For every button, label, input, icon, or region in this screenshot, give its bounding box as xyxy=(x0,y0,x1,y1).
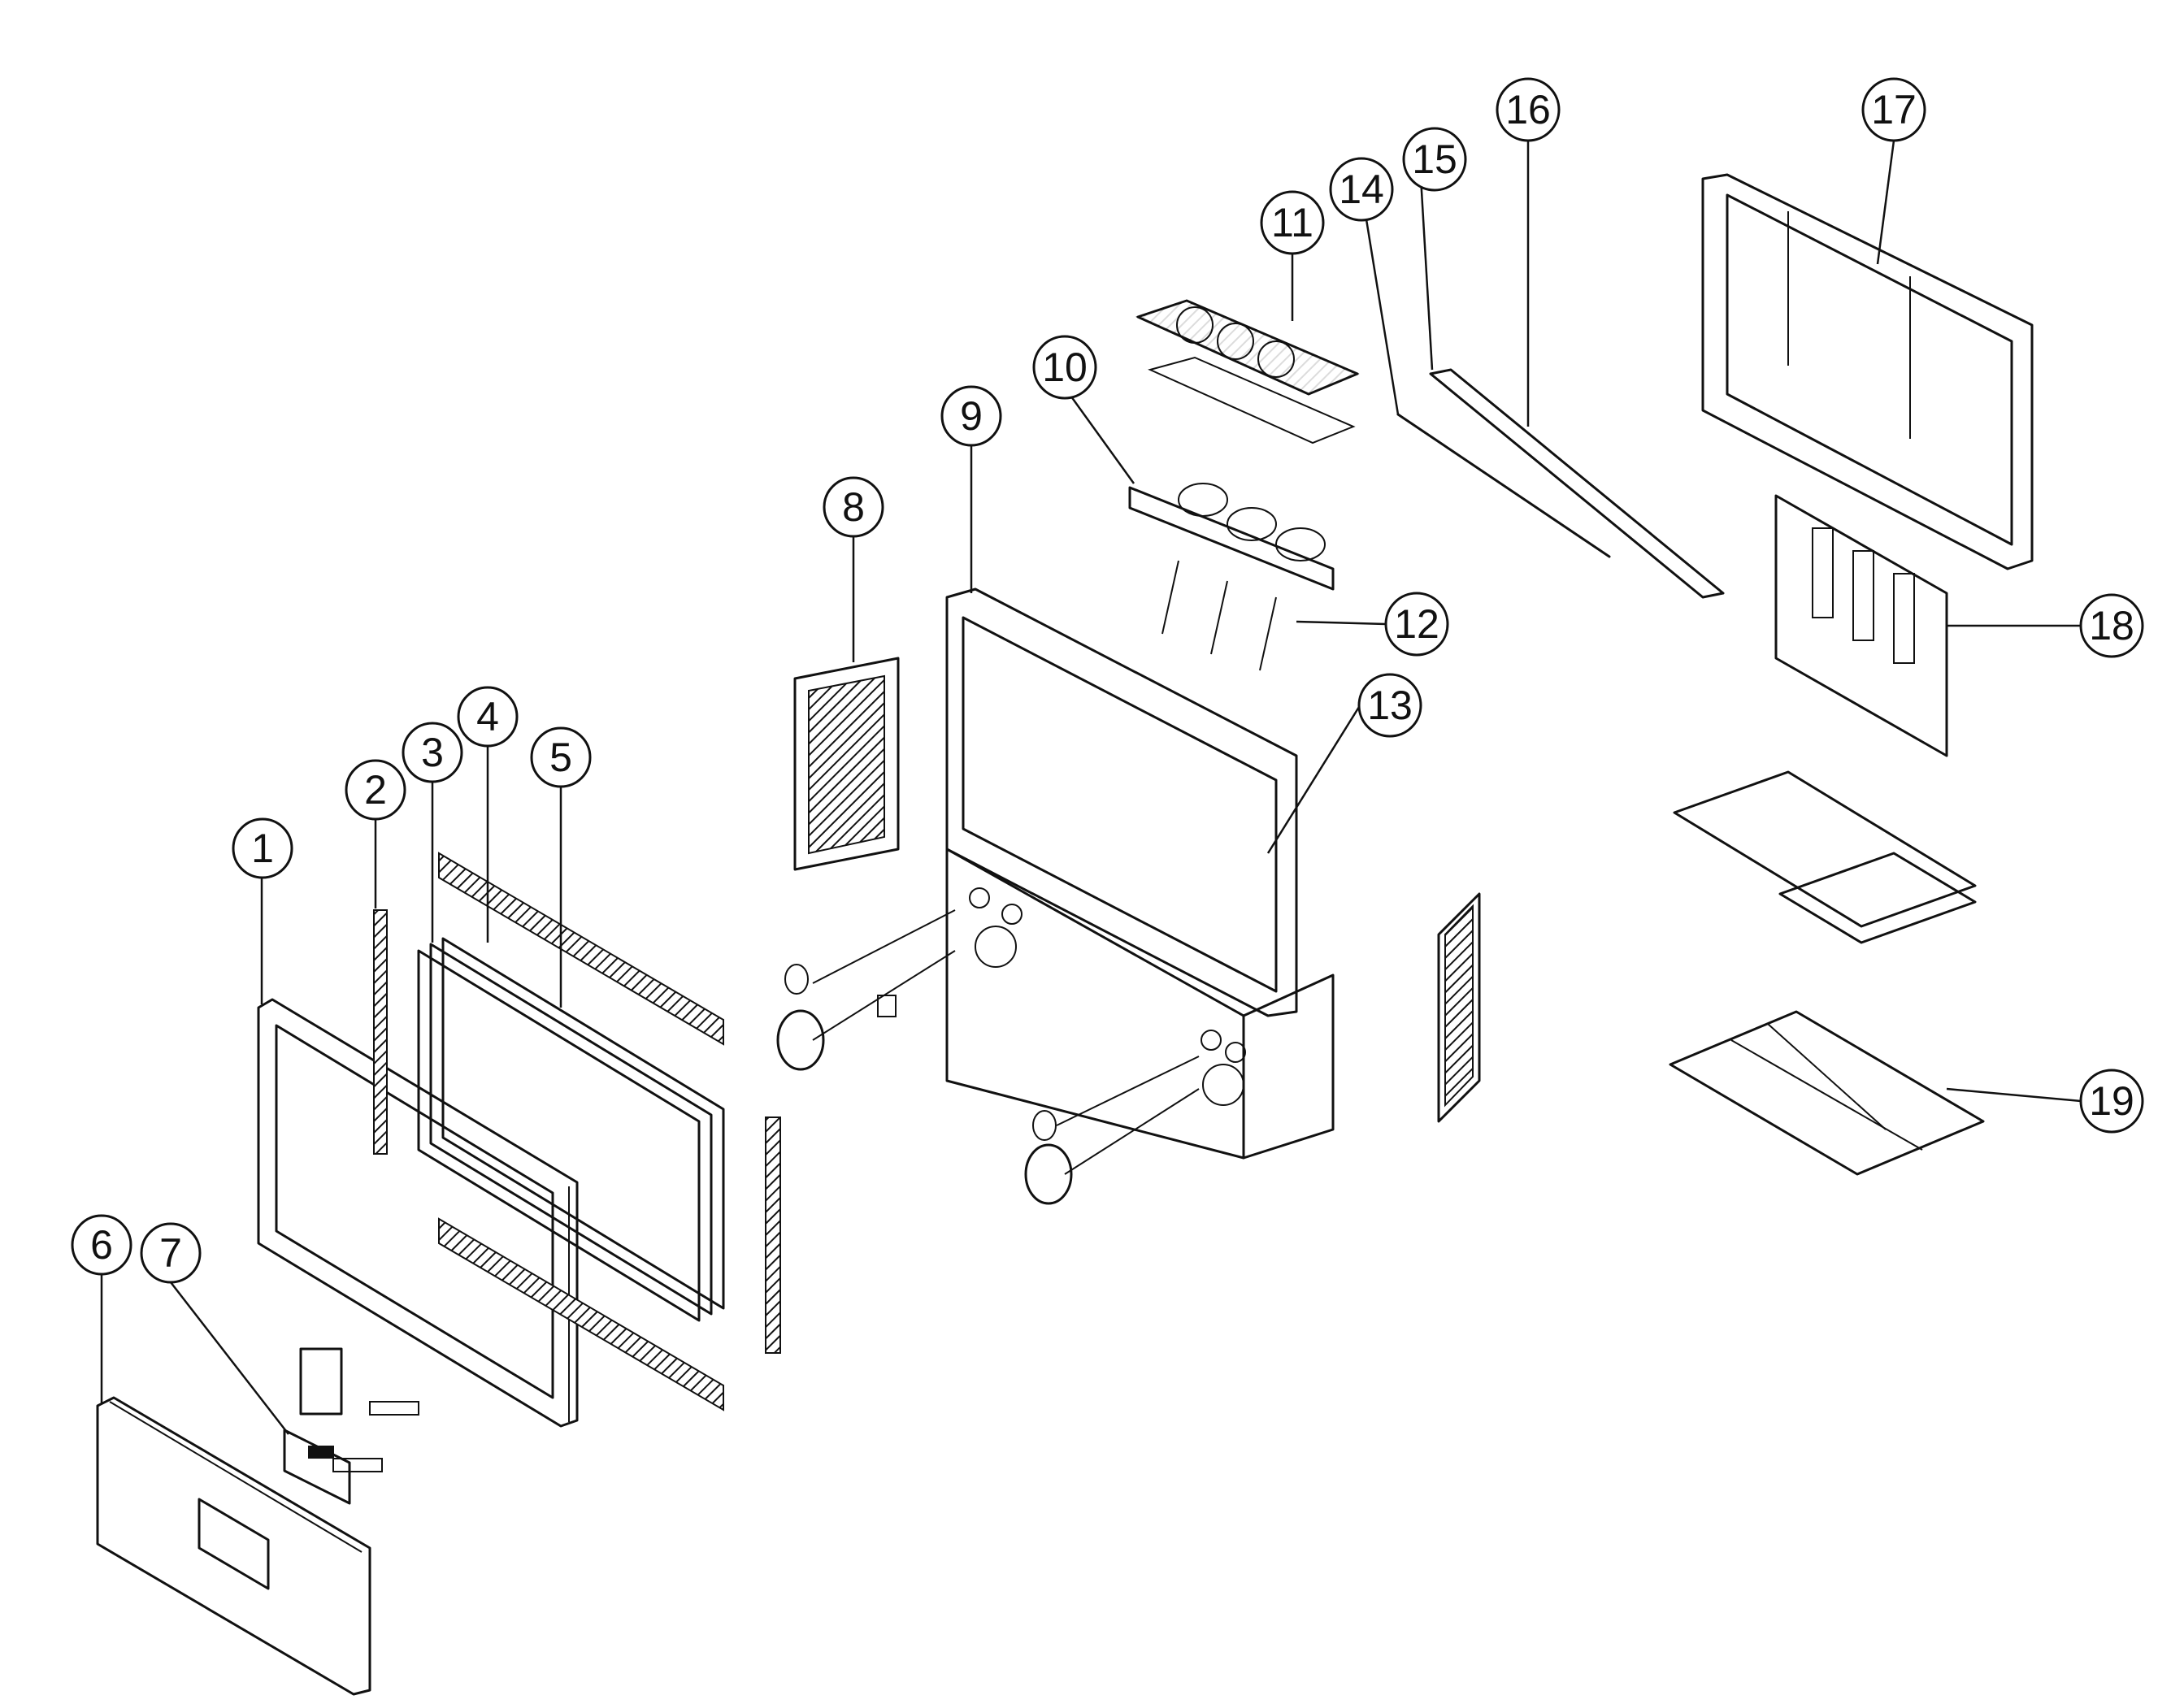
callout-4-label: 4 xyxy=(476,694,499,739)
callout-10: 10 xyxy=(1032,335,1097,400)
callout-19-label: 19 xyxy=(2089,1078,2134,1124)
callout-17: 17 xyxy=(1861,77,1926,142)
callout-2: 2 xyxy=(345,759,406,821)
callout-14-label: 14 xyxy=(1339,167,1384,212)
part-control-bracket xyxy=(283,1347,419,1505)
callout-15: 15 xyxy=(1402,127,1467,192)
callout-2-label: 2 xyxy=(364,767,387,813)
callout-9: 9 xyxy=(940,385,1002,447)
part-lens-assembly xyxy=(1128,483,1335,671)
part-main-cabinet xyxy=(945,588,1335,1160)
callout-15-label: 15 xyxy=(1412,137,1457,182)
callout-8: 8 xyxy=(823,476,884,538)
callout-17-label: 17 xyxy=(1871,87,1917,132)
callout-13: 13 xyxy=(1357,673,1422,738)
part-side-strip xyxy=(373,909,388,1155)
callout-18: 18 xyxy=(2079,593,2144,658)
callout-10-label: 10 xyxy=(1042,345,1088,390)
callout-16: 16 xyxy=(1496,77,1561,142)
callout-12-label: 12 xyxy=(1394,601,1439,647)
part-front-frame xyxy=(257,998,579,1428)
part-rail xyxy=(1396,413,1611,558)
part-mirror xyxy=(1429,368,1725,599)
callout-1: 1 xyxy=(232,817,293,879)
callout-9-label: 9 xyxy=(960,393,983,439)
part-screen-assembly xyxy=(417,937,725,1322)
callout-11-label: 11 xyxy=(1271,200,1313,245)
callout-13-label: 13 xyxy=(1367,683,1413,728)
part-base-tray xyxy=(1669,770,1985,1176)
callout-19: 19 xyxy=(2079,1069,2144,1134)
part-rear-board xyxy=(1774,494,1948,757)
callout-leaders xyxy=(100,140,2082,1435)
callout-3-label: 3 xyxy=(421,730,444,775)
part-side-grille-left xyxy=(793,657,900,871)
callout-4: 4 xyxy=(457,686,519,748)
callout-11: 11 xyxy=(1260,190,1325,255)
part-top-cover xyxy=(1135,299,1360,444)
callout-6-label: 6 xyxy=(90,1222,113,1268)
callout-12: 12 xyxy=(1384,592,1449,657)
part-side-grille-right xyxy=(1437,892,1481,1123)
callout-16-label: 16 xyxy=(1505,87,1551,132)
part-right-strip xyxy=(765,1116,781,1354)
callout-7-label: 7 xyxy=(159,1230,182,1276)
callout-1-label: 1 xyxy=(251,826,274,871)
callout-8-label: 8 xyxy=(842,484,865,530)
part-top-strip xyxy=(438,852,724,1046)
callout-14: 14 xyxy=(1329,157,1394,222)
callout-5-label: 5 xyxy=(549,735,572,780)
part-speakers xyxy=(776,909,1200,1205)
callout-18-label: 18 xyxy=(2089,603,2134,648)
callout-6: 6 xyxy=(71,1214,132,1276)
callout-7: 7 xyxy=(140,1222,202,1284)
part-back-cover xyxy=(1701,173,2034,570)
part-lower-front-panel xyxy=(96,1396,371,1696)
part-bottom-strip xyxy=(438,1217,724,1411)
callout-3: 3 xyxy=(402,722,463,783)
callout-5: 5 xyxy=(530,726,592,788)
